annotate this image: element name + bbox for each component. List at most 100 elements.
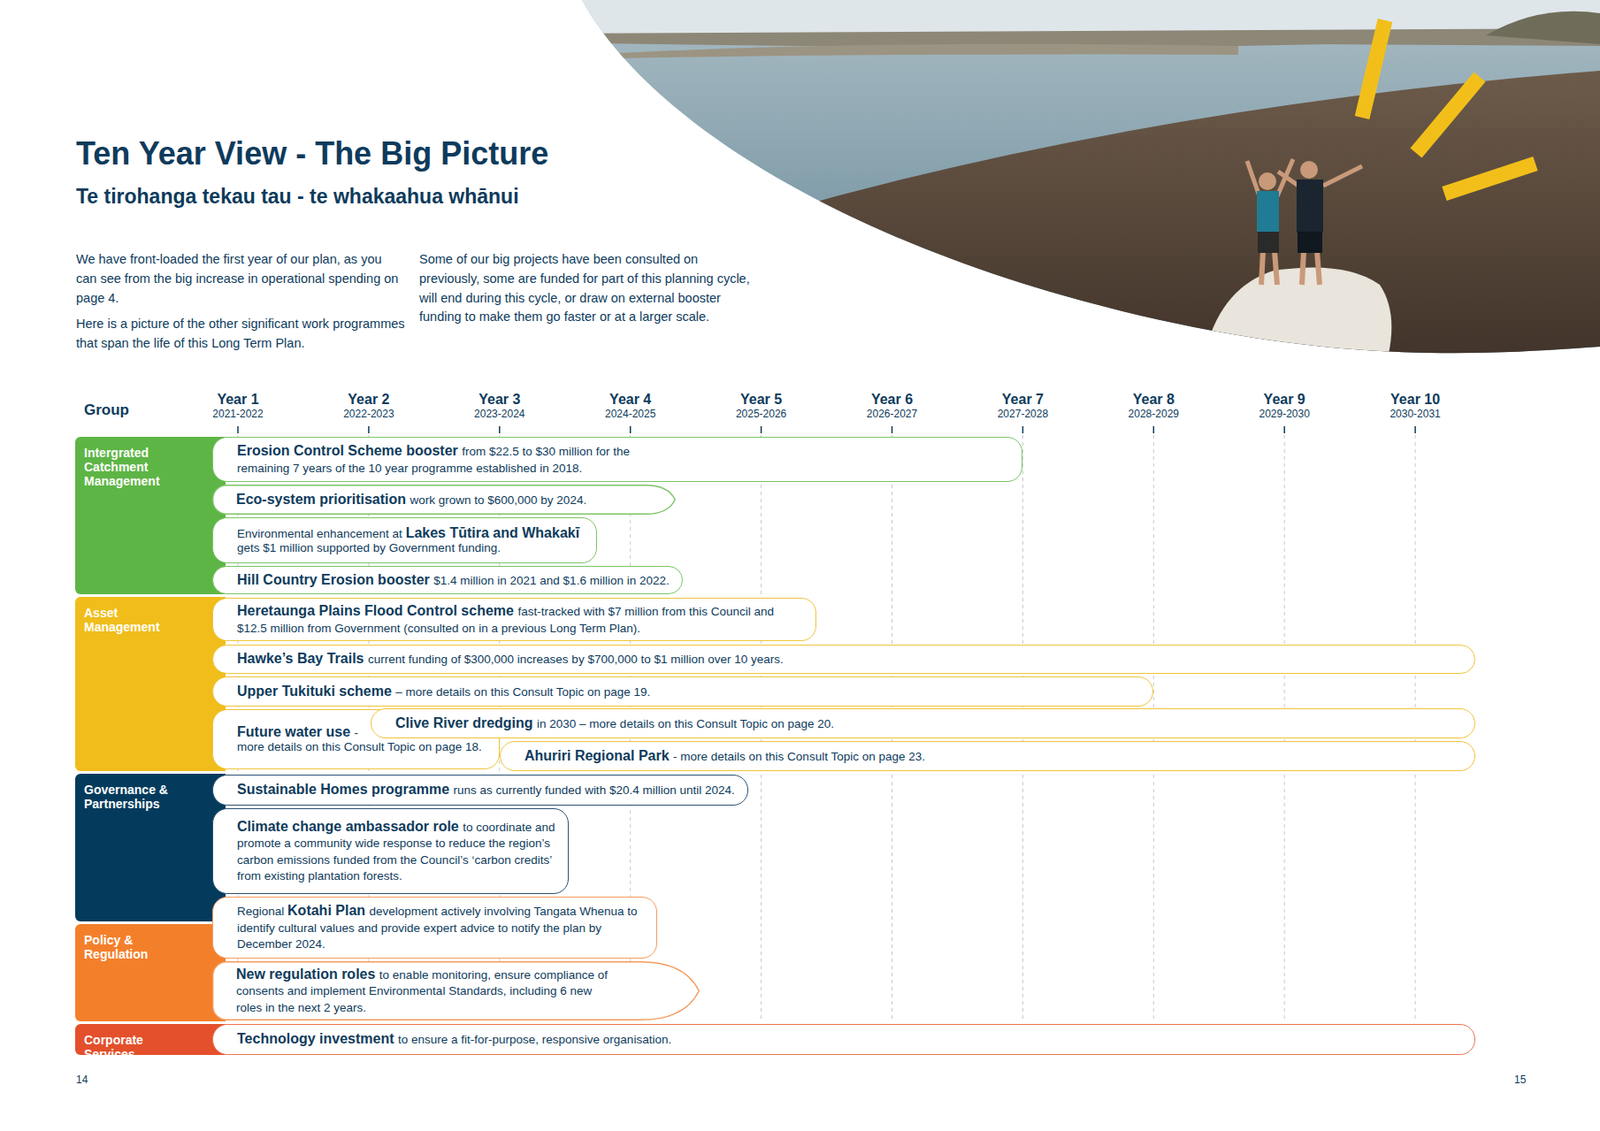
person: [1278, 160, 1363, 285]
year-tick: [237, 426, 239, 434]
text-block: Clive River dredgingin 2030 – more detai…: [395, 715, 835, 732]
year-label: Year 6: [834, 390, 950, 408]
sand-bar: [619, 44, 1239, 59]
bar-text: $1.4 million in 2021 and $1.6 million in…: [433, 574, 669, 588]
text-block: Heretaunga Plains Flood Control schemefa…: [237, 603, 804, 636]
group-band: Corporate Services: [75, 1024, 226, 1056]
year-label: Year 4: [573, 390, 689, 408]
timeline-bar: Erosion Control Scheme boosterfrom $22.5…: [212, 436, 1023, 483]
year-tick: [760, 426, 763, 434]
bar-text: runs as currently funded with $20.4 mill…: [453, 783, 735, 797]
timeline-bar: Sustainable Homes programmeruns as curre…: [212, 774, 749, 806]
year-dates: 2021-2022: [180, 407, 296, 421]
group-label: Intergrated Catchment Management: [84, 445, 161, 489]
bar-text: – more details on this Consult Topic on …: [395, 685, 651, 699]
year-dates: 2029-2030: [1226, 407, 1342, 421]
head: [1300, 160, 1318, 179]
year-dates: 2023-2024: [442, 407, 558, 421]
year-dates: 2024-2025: [573, 407, 689, 421]
leg: [1261, 251, 1264, 285]
arrow-bar-path: [213, 485, 676, 515]
arm: [1323, 166, 1363, 186]
bar-text: more details on this Consult Topic on pa…: [237, 740, 483, 755]
text-block: Environmental enhancement atLakes Tūtira…: [237, 525, 584, 556]
bar-text: - more details on this Consult Topic on …: [673, 750, 926, 764]
page-number: 15: [1514, 1073, 1568, 1087]
text-block: Asset Management: [84, 605, 195, 635]
text-block: Ahuriri Regional Park- more details on t…: [524, 748, 926, 765]
bar-text: Regional: [237, 904, 284, 919]
arrow-bar-path: [213, 962, 700, 1021]
timeline-bar: Heretaunga Plains Flood Control schemefa…: [212, 597, 817, 642]
timeline-bar: Ahuriri Regional Park- more details on t…: [499, 741, 1476, 772]
intro-text: We have front-loaded the first year of o…: [76, 250, 406, 308]
leg: [1301, 251, 1304, 285]
bar-heading: Sustainable Homes programme: [237, 781, 450, 797]
group-label: Governance & Partnerships: [84, 782, 169, 812]
text-block: Governance & Partnerships: [84, 782, 195, 812]
bar-heading: Heretaunga Plains Flood Control scheme: [237, 603, 514, 619]
year-dates: 2027-2028: [964, 407, 1080, 421]
arm: [1278, 171, 1299, 186]
text-block: Intergrated Catchment Management: [84, 445, 195, 489]
year-label: Year 3: [442, 390, 558, 408]
leg: [1274, 251, 1278, 285]
group-label: Policy & Regulation: [84, 933, 148, 962]
year-tick: [629, 426, 632, 434]
sky: [530, 0, 1600, 34]
sun-ray: [1362, 20, 1386, 118]
column-header: Group: [84, 401, 191, 420]
text-block: Policy & Regulation: [84, 933, 195, 962]
year-dates: 2025-2026: [704, 407, 820, 421]
bar-heading: Lakes Tūtira and Whakakī: [405, 525, 581, 541]
year-label: Year 1: [180, 390, 296, 408]
bar-text: -: [354, 726, 360, 740]
bar-text: work grown to $600,000 by 2024.: [410, 493, 588, 507]
shorts: [1297, 231, 1323, 253]
year-tick: [1153, 426, 1156, 434]
subtitle: Te tirohanga tekau tau - te whakaahua wh…: [76, 184, 873, 210]
year-tick: [1414, 426, 1417, 434]
text-block: RegionalKotahi Plandevelopment actively …: [237, 903, 644, 952]
bar-heading: Ahuriri Regional Park: [524, 748, 670, 764]
timeline-bar: Technology investmentto ensure a fit-for…: [212, 1024, 1476, 1056]
page-number: 14: [76, 1073, 130, 1087]
shirt: [1256, 191, 1279, 232]
text-block: Technology investmentto ensure a fit-for…: [237, 1031, 672, 1048]
text-block: Hawke’s Bay Trailscurrent funding of $30…: [237, 650, 784, 667]
bar-heading: Kotahi Plan: [287, 903, 366, 919]
group-label: Corporate Services: [84, 1033, 144, 1062]
bar-heading: Climate change ambassador role: [237, 819, 460, 835]
year-label: Year 2: [311, 390, 427, 408]
year-label: Year 10: [1357, 390, 1473, 408]
bar-heading: Upper Tukituki scheme: [237, 683, 392, 699]
group-band: Governance & Partnerships: [75, 773, 226, 922]
timeline-bar: Hawke’s Bay Trailscurrent funding of $30…: [212, 644, 1476, 674]
text-block: Eco-system prioritisationwork grown to $…: [236, 491, 587, 508]
text-block: Corporate Services: [84, 1033, 195, 1062]
group-band: Intergrated Catchment Management: [75, 436, 226, 595]
timeline-bar: Clive River dredgingin 2030 – more detai…: [370, 708, 1476, 739]
bar-heading: Hill Country Erosion booster: [237, 572, 430, 588]
bar-heading: Future water use: [237, 724, 351, 740]
year-label: Year 9: [1226, 390, 1342, 408]
timeline-bar: New regulation rolesto enable monitoring…: [212, 961, 700, 1021]
group-label: Asset Management: [84, 605, 161, 635]
year-tick: [498, 426, 501, 434]
timeline-bar: Hill Country Erosion booster$1.4 million…: [212, 566, 683, 595]
bar-heading: Technology investment: [237, 1031, 395, 1047]
text-block: Hill Country Erosion booster$1.4 million…: [237, 572, 670, 589]
text-block: Upper Tukituki scheme– more details on t…: [237, 683, 651, 700]
bar-heading: New regulation roles: [236, 966, 376, 982]
year-tick: [891, 426, 894, 434]
beach-sand: [778, 70, 1600, 381]
shirt: [1296, 179, 1324, 233]
text-block: Climate change ambassador roleto coordin…: [237, 819, 556, 885]
timeline-bar: Upper Tukituki scheme– more details on t…: [212, 676, 1154, 707]
year-dates: 2026-2027: [834, 407, 950, 421]
group-band: Policy & Regulation: [75, 924, 226, 1022]
year-dates: 2028-2029: [1095, 407, 1211, 421]
bar-text: in 2030 – more details on this Consult T…: [536, 717, 835, 731]
text-block: New regulation rolesto enable monitoring…: [236, 966, 608, 1016]
